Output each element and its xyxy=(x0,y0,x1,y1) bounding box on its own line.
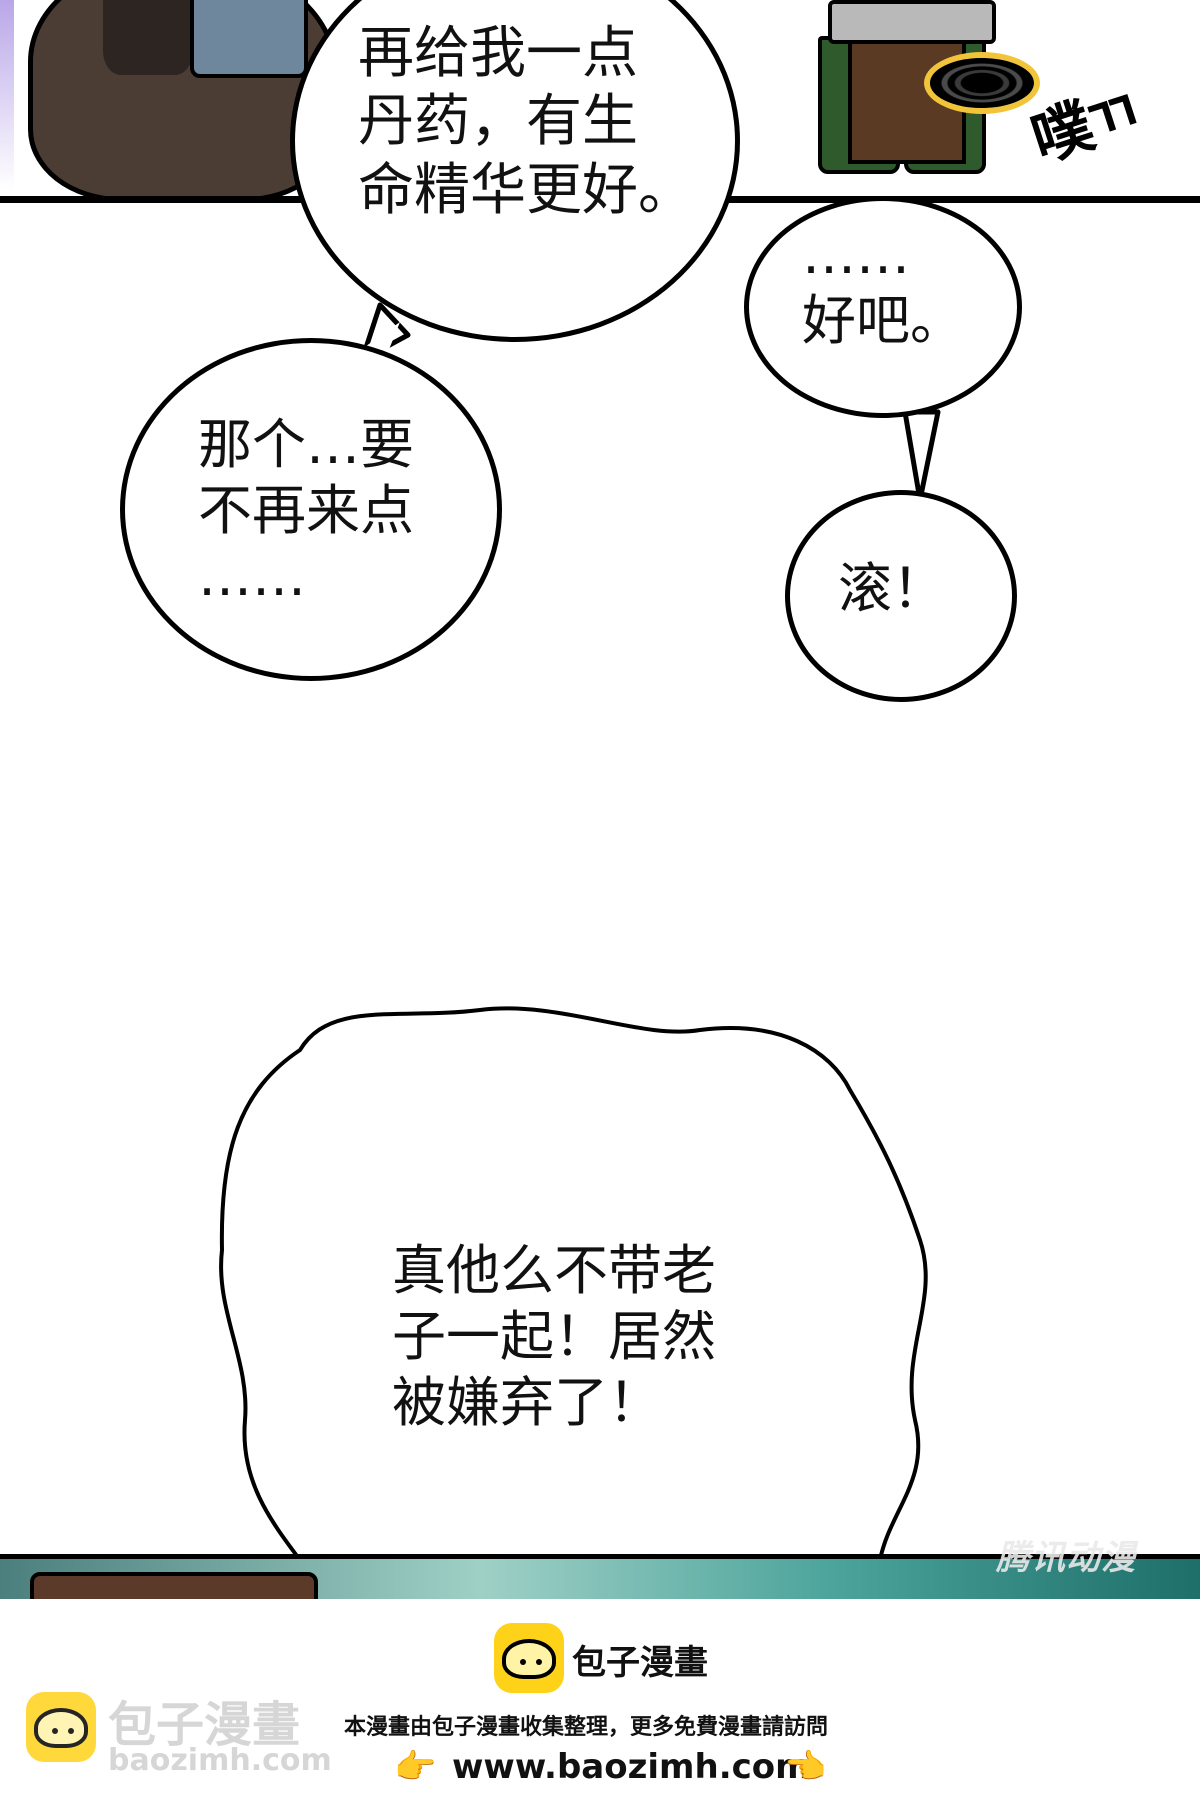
site-footer: 包子漫畫 包子漫畫 baozimh.com 本漫畫由包子漫畫收集整理，更多免費漫… xyxy=(0,1599,1200,1799)
speech-text-1: 再给我一点 丹药，有生 命精华更好。 xyxy=(358,21,694,223)
footer-url-link[interactable]: www.baozimh.com xyxy=(452,1747,811,1787)
speech-bubble-3 xyxy=(120,338,502,681)
speech-bubble-2 xyxy=(744,196,1022,418)
speech-text-2: …… 好吧。 xyxy=(802,223,964,352)
pointing-right-hand-icon: 👉 xyxy=(394,1747,437,1787)
cloud-bubble xyxy=(219,1006,928,1562)
speech-text-3: 那个…要 不再来点 …… xyxy=(198,413,414,608)
publisher-watermark: 腾讯动漫 xyxy=(996,1538,1136,1578)
character-right xyxy=(808,0,998,190)
speech-text-4: 滚！ xyxy=(838,557,946,620)
figure-in-sack xyxy=(190,0,308,78)
bun-logo-icon xyxy=(494,1623,564,1693)
character-belt xyxy=(828,0,996,44)
sack-fold xyxy=(103,0,193,75)
watermark-bun-eye-right xyxy=(68,1728,74,1734)
violet-edge xyxy=(0,0,14,190)
bun-shape xyxy=(502,1639,556,1679)
tail-b2 xyxy=(902,409,941,503)
cloud-text: 真他么不带老 子一起！居然 被嫌弃了！ xyxy=(392,1239,716,1434)
bun-eye-right xyxy=(536,1659,542,1665)
speech-bubble-4 xyxy=(785,490,1017,702)
watermark-brand: 包子漫畫 xyxy=(108,1697,301,1753)
watermark-logo-icon xyxy=(26,1692,96,1762)
watermark-bun-eye-left xyxy=(52,1728,58,1734)
footer-notice: 本漫畫由包子漫畫收集整理，更多免費漫畫請訪問 xyxy=(344,1715,829,1740)
pointing-left-hand-icon: 👈 xyxy=(784,1747,827,1787)
watermark-bun-shape xyxy=(34,1708,88,1748)
watermark-url: baozimh.com xyxy=(108,1743,332,1778)
portal-hole xyxy=(930,58,1034,108)
footer-brand: 包子漫畫 xyxy=(572,1643,708,1683)
bun-eye-left xyxy=(520,1659,526,1665)
